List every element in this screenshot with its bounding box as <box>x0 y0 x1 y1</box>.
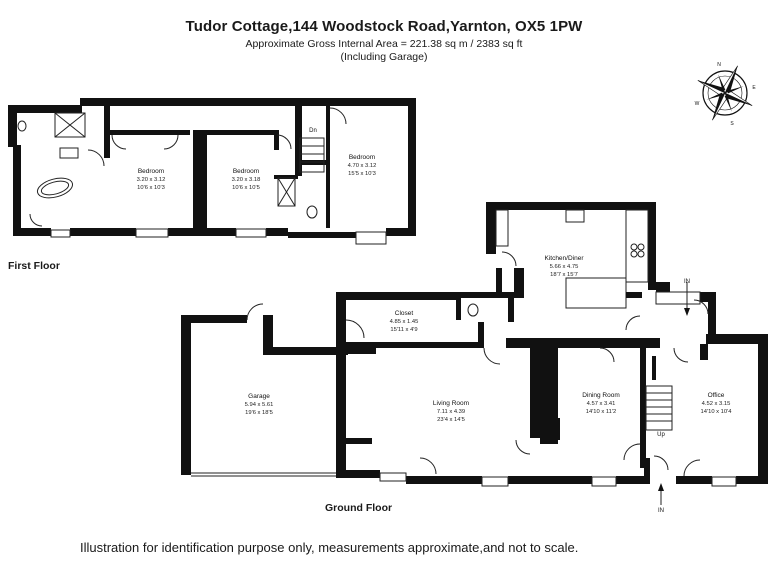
room-bedroom-1-metric: 3.20 x 3.12 <box>137 177 166 183</box>
room-garage-name: Garage <box>248 393 270 400</box>
first-floor-plan: Dn Bedroom 3.20 x 3.12 10'6 x 10'3 Bedro… <box>8 98 416 245</box>
stairs-up-label: Up <box>657 432 665 438</box>
room-dining-name: Dining Room <box>582 392 620 399</box>
room-kitchen-metric: 5.66 x 4.75 <box>550 264 579 270</box>
room-bedroom-2-imperial: 10'6 x 10'5 <box>232 185 260 191</box>
room-bedroom-1-name: Bedroom <box>138 168 164 175</box>
area-note: (Including Garage) <box>340 51 428 63</box>
ground-floor-label: Ground Floor <box>325 502 393 514</box>
stairs-down-label: Dn <box>309 128 317 134</box>
room-closet-metric: 4.85 x 1.45 <box>390 319 419 325</box>
room-living-imperial: 23'4 x 14'5 <box>437 417 465 423</box>
room-bedroom-2-metric: 3.20 x 3.18 <box>232 177 261 183</box>
room-dining-imperial: 14'10 x 11'2 <box>586 409 616 415</box>
room-garage-imperial: 19'6 x 18'5 <box>245 410 273 416</box>
room-bedroom-3-metric: 4.70 x 3.12 <box>348 163 377 169</box>
first-floor-label: First Floor <box>8 260 60 272</box>
compass-e-label: E <box>752 85 756 91</box>
plan-title: Tudor Cottage,144 Woodstock Road,Yarnton… <box>185 18 583 35</box>
room-closet-name: Closet <box>395 310 414 317</box>
room-living-name: Living Room <box>433 400 469 407</box>
entrance-side-label: IN <box>684 279 690 285</box>
room-office-metric: 4.52 x 3.15 <box>702 401 731 407</box>
compass-s-label: S <box>730 121 734 127</box>
room-dining-metric: 4.57 x 3.41 <box>587 401 616 407</box>
room-bedroom-2-name: Bedroom <box>233 168 259 175</box>
disclaimer-text: Illustration for identification purpose … <box>80 540 579 555</box>
room-closet-imperial: 15'11 x 4'9 <box>390 327 417 333</box>
area-summary: Approximate Gross Internal Area = 221.38… <box>245 38 523 50</box>
entrance-front-label: IN <box>658 508 664 514</box>
room-kitchen-imperial: 18'7 x 15'7 <box>550 272 578 278</box>
room-kitchen-name: Kitchen/Diner <box>544 255 584 262</box>
room-bedroom-1-imperial: 10'6 x 10'3 <box>137 185 165 191</box>
room-bedroom-3-name: Bedroom <box>349 154 375 161</box>
room-living-metric: 7.11 x 4.39 <box>437 409 465 415</box>
room-office-name: Office <box>708 392 725 399</box>
ground-floor-plan: IN Up <box>181 202 768 514</box>
room-bedroom-3-imperial: 15'5 x 10'3 <box>348 171 376 177</box>
room-office-imperial: 14'10 x 10'4 <box>701 409 733 415</box>
room-garage-metric: 5.94 x 5.61 <box>245 402 274 408</box>
compass-w-label: W <box>695 101 700 107</box>
compass-n-label: N <box>717 62 721 68</box>
compass-rose-icon: N S E W <box>695 62 757 127</box>
